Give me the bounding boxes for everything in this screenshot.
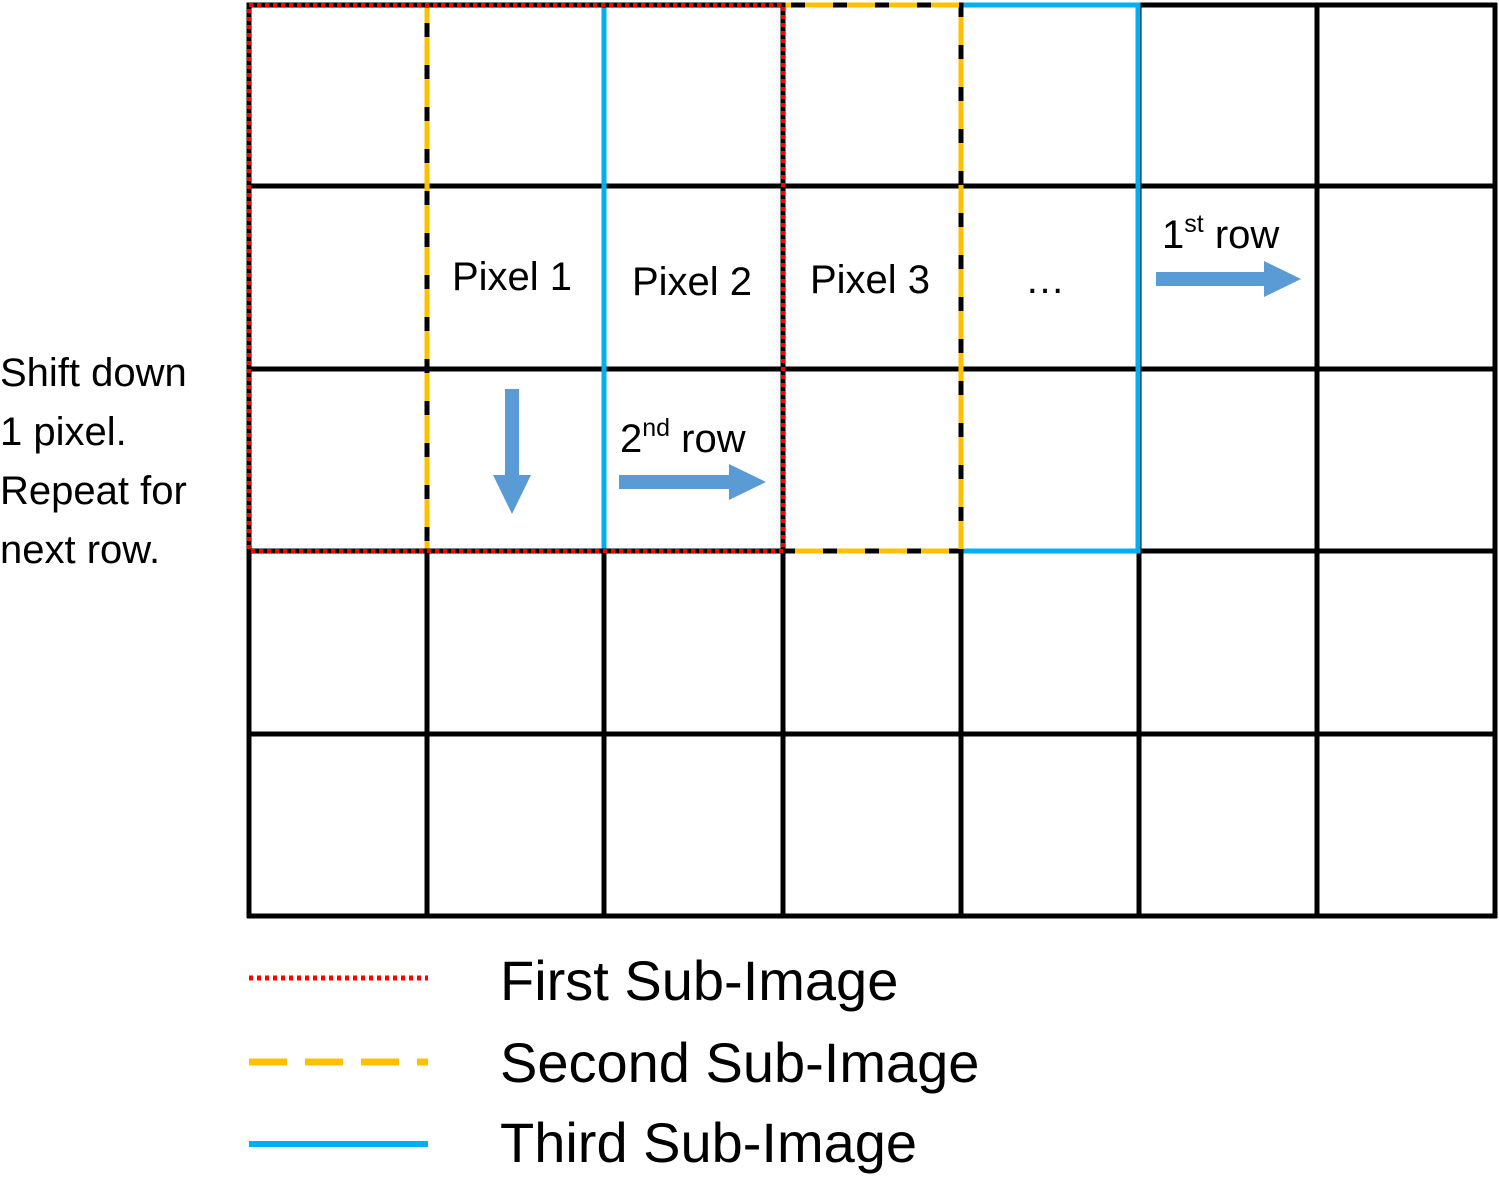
pixel-2-label: Pixel 2 bbox=[632, 260, 752, 304]
pixel-1-label: Pixel 1 bbox=[452, 255, 572, 299]
first-row-label: 1st row bbox=[1162, 210, 1279, 257]
ellipsis-label: … bbox=[1025, 258, 1065, 302]
shift-down-text-line-2: 1 pixel. bbox=[0, 410, 127, 454]
legend-second-label: Second Sub-Image bbox=[500, 1031, 979, 1094]
second-row-label: 2nd row bbox=[620, 414, 746, 461]
legend-third-label: Third Sub-Image bbox=[500, 1111, 917, 1174]
first-row-arrow bbox=[1156, 261, 1301, 297]
legend-first-label: First Sub-Image bbox=[500, 949, 898, 1012]
pixel-grid bbox=[246, 2, 1498, 919]
shift-down-arrow bbox=[493, 389, 531, 514]
second-row-arrow bbox=[619, 464, 766, 500]
shift-down-text-line-1: Shift down bbox=[0, 351, 187, 395]
shift-down-text-line-4: next row. bbox=[0, 528, 160, 572]
first-sub-image-outline bbox=[247, 3, 785, 553]
legend: First Sub-Image Second Sub-Image Third S… bbox=[249, 949, 979, 1174]
pixel-3-label: Pixel 3 bbox=[810, 258, 930, 302]
shift-down-text-line-3: Repeat for bbox=[0, 469, 187, 513]
